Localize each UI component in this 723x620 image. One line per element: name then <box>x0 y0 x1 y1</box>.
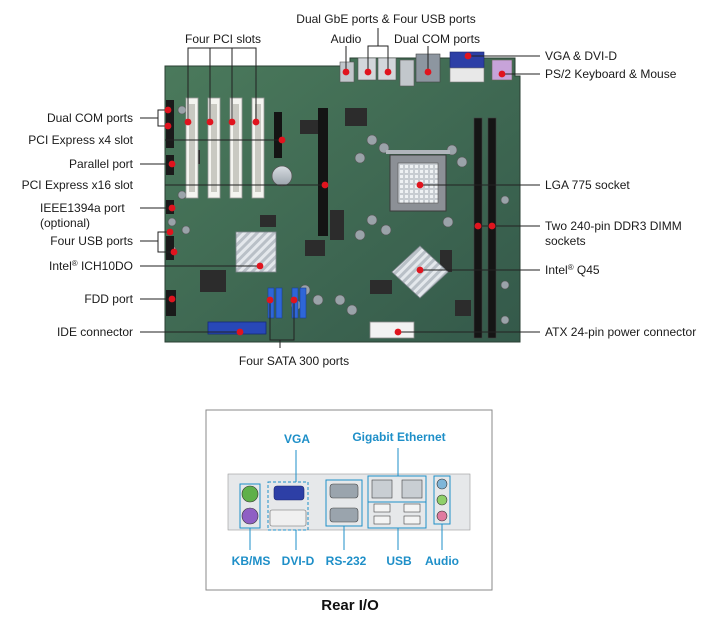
usb-port <box>403 503 421 513</box>
label-atx-power: ATX 24-pin power connector <box>545 325 696 339</box>
marker-dot <box>228 118 236 126</box>
label-dimm: Two 240-pin DDR3 DIMM <box>545 219 682 233</box>
label-dual-com: Dual COM ports <box>47 111 133 125</box>
rear-io-caption: Rear I/O <box>321 597 379 614</box>
pcb-components <box>190 108 471 316</box>
label-parallel: Parallel port <box>69 157 134 171</box>
marker-dot <box>321 181 329 189</box>
rear-label-audio: Audio <box>425 554 459 568</box>
marker-dot <box>164 106 172 114</box>
atx-power-connector <box>369 321 415 339</box>
marker-dot <box>416 266 424 274</box>
rs232-port <box>329 483 359 499</box>
label-lga775: LGA 775 socket <box>545 178 630 192</box>
marker-dot <box>168 160 176 168</box>
rear-label-rs232: RS-232 <box>326 554 367 568</box>
label-fdd: FDD port <box>84 292 133 306</box>
marker-dot <box>474 222 482 230</box>
pcie-x4-slot <box>274 112 282 158</box>
marker-dot <box>424 68 432 76</box>
label-q45: Intel® Q45 <box>545 263 600 277</box>
audio-line-out-jack <box>436 494 448 506</box>
label-vga-dvi: VGA & DVI-D <box>545 49 617 63</box>
label-ich10do: Intel® ICH10DO <box>49 259 133 273</box>
marker-dot <box>384 68 392 76</box>
ich10do-heatsink <box>235 231 277 273</box>
right-labels: VGA & DVI-D PS/2 Keyboard & Mouse LGA 77… <box>545 49 696 339</box>
ethernet-port <box>401 479 423 499</box>
marker-dot <box>168 295 176 303</box>
ide-connector <box>207 321 267 335</box>
label-dual-com-top: Dual COM ports <box>394 32 480 46</box>
top-labels: Dual GbE ports & Four USB ports Four PCI… <box>185 12 480 46</box>
label-sata: Four SATA 300 ports <box>239 354 349 368</box>
label-ieee1394-optional: (optional) <box>40 216 90 230</box>
marker-dot <box>206 118 214 126</box>
label-pci-slots: Four PCI slots <box>185 32 261 46</box>
label-pcie-x16: PCI Express x16 slot <box>22 178 134 192</box>
marker-dot <box>236 328 244 336</box>
rear-label-vga: VGA <box>284 432 310 446</box>
marker-dot <box>266 296 274 304</box>
dvi-port <box>269 509 307 527</box>
marker-dot <box>498 70 506 78</box>
label-pcie-x4: PCI Express x4 slot <box>28 133 133 147</box>
callout-markers <box>164 52 506 336</box>
capacitors <box>167 105 510 325</box>
label-dimm-sockets: sockets <box>545 234 586 248</box>
cpu-socket <box>386 150 450 212</box>
rear-io-panel: VGA Gigabit Ethernet KB/MS DVI-D RS-232 … <box>205 409 493 591</box>
vga-port <box>273 485 305 501</box>
marker-dot <box>278 136 286 144</box>
usb-port <box>373 515 391 525</box>
ethernet-port <box>371 479 393 499</box>
marker-dot <box>164 122 172 130</box>
label-ide: IDE connector <box>57 325 133 339</box>
leader-lines <box>140 28 540 348</box>
label-ps2: PS/2 Keyboard & Mouse <box>545 67 677 81</box>
rear-label-dvid: DVI-D <box>282 554 315 568</box>
left-labels: Dual COM ports PCI Express x4 slot Paral… <box>22 111 134 339</box>
label-gbe-usb: Dual GbE ports & Four USB ports <box>296 12 475 26</box>
ps2-mouse-port <box>241 485 259 503</box>
marker-dot <box>488 222 496 230</box>
label-ieee1394: IEEE1394a port <box>40 201 125 215</box>
marker-dot <box>464 52 472 60</box>
rs232-port <box>329 507 359 523</box>
marker-dot <box>252 118 260 126</box>
rear-label-gigabit: Gigabit Ethernet <box>352 430 445 444</box>
marker-dot <box>342 68 350 76</box>
marker-dot <box>416 181 424 189</box>
ps2-keyboard-port <box>241 507 259 525</box>
marker-dot <box>256 262 264 270</box>
pcie-x16-slot <box>318 108 328 236</box>
rear-label-kbms: KB/MS <box>232 554 271 568</box>
usb-port <box>373 503 391 513</box>
marker-dot <box>184 118 192 126</box>
marker-dot <box>290 296 298 304</box>
audio-line-in-jack <box>436 478 448 490</box>
audio-mic-jack <box>436 510 448 522</box>
label-audio: Audio <box>331 32 362 46</box>
rear-label-usb: USB <box>386 554 412 568</box>
motherboard <box>164 51 521 343</box>
label-four-usb: Four USB ports <box>50 234 133 248</box>
rear-io-highlights <box>239 448 451 550</box>
marker-dot <box>364 68 372 76</box>
usb-port <box>403 515 421 525</box>
cmos-battery <box>271 165 293 187</box>
marker-dot <box>168 204 176 212</box>
marker-dot <box>394 328 402 336</box>
marker-dot <box>166 228 174 236</box>
marker-dot <box>170 248 178 256</box>
